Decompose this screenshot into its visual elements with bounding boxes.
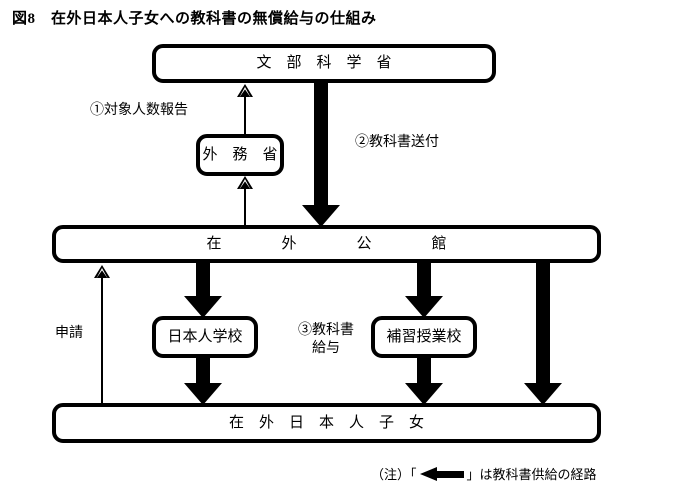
label-step3-line1: ③教科書 (298, 323, 354, 338)
arrow-head (405, 296, 443, 318)
note-suffix: 」は教科書供給の経路 (466, 467, 597, 482)
left-arrow-shaft (435, 470, 464, 478)
arrow-head (184, 383, 222, 405)
box-overseas-children[interactable]: 在 外 日 本 人 子 女 (52, 403, 601, 443)
arrow-head (237, 84, 253, 97)
left-arrow-head (419, 466, 437, 481)
arrow-shaft (417, 260, 431, 298)
arrow-mission-to-children-direct (524, 260, 562, 405)
arrow-shaft (417, 355, 431, 385)
note-prefix: （注）「 (371, 467, 417, 482)
arrow-shaft (314, 80, 328, 206)
box-mofa[interactable]: 外 務 省 (196, 134, 284, 176)
arrow-head (94, 265, 110, 278)
label-step3: ③教科書 給与 (290, 322, 362, 357)
box-japanese-school-label: 日本人学校 (167, 328, 243, 345)
arrow-mission-to-supplementary-school (405, 260, 443, 318)
arrow-supplementary-school-to-children (405, 355, 443, 405)
arrow-stem (244, 186, 246, 226)
label-step1: ①対象人数報告 (90, 103, 188, 118)
arrow-mext-to-mission (302, 80, 340, 227)
arrow-shaft (196, 355, 210, 385)
arrow-shaft (196, 260, 210, 298)
box-supplementary-school[interactable]: 補習授業校 (371, 316, 477, 358)
arrow-stem (101, 275, 103, 405)
arrow-mofa-to-mext (237, 84, 253, 136)
label-step2: ②教科書送付 (355, 135, 439, 150)
box-overseas-mission[interactable]: 在 外 公 館 (52, 225, 601, 263)
left-arrow-icon (419, 466, 464, 481)
box-supplementary-school-label: 補習授業校 (386, 328, 462, 345)
box-japanese-school[interactable]: 日本人学校 (152, 316, 258, 358)
arrow-japanese-school-to-children (184, 355, 222, 405)
label-step3-line2: 給与 (312, 340, 340, 356)
arrow-head (524, 383, 562, 405)
arrow-shaft (536, 260, 550, 385)
figure-note: （注）「 」は教科書供給の経路 (371, 464, 597, 483)
arrow-mission-to-japanese-school (184, 260, 222, 318)
arrow-mission-to-mofa (237, 176, 253, 226)
box-overseas-children-label: 在 外 日 本 人 子 女 (228, 414, 424, 431)
arrow-head (302, 205, 340, 227)
box-mofa-label: 外 務 省 (202, 146, 278, 163)
arrow-stem (244, 94, 246, 136)
box-mext[interactable]: 文 部 科 学 省 (152, 44, 496, 83)
arrow-head (405, 383, 443, 405)
box-overseas-mission-label: 在 外 公 館 (206, 235, 447, 252)
arrow-children-to-mission-application (94, 265, 110, 405)
box-mext-label: 文 部 科 学 省 (256, 55, 392, 71)
figure-title: 図8 在外日本人子女への教科書の無償給与の仕組み (12, 11, 377, 27)
label-application: 申請 (55, 326, 83, 341)
arrow-head (237, 176, 253, 189)
arrow-head (184, 296, 222, 318)
